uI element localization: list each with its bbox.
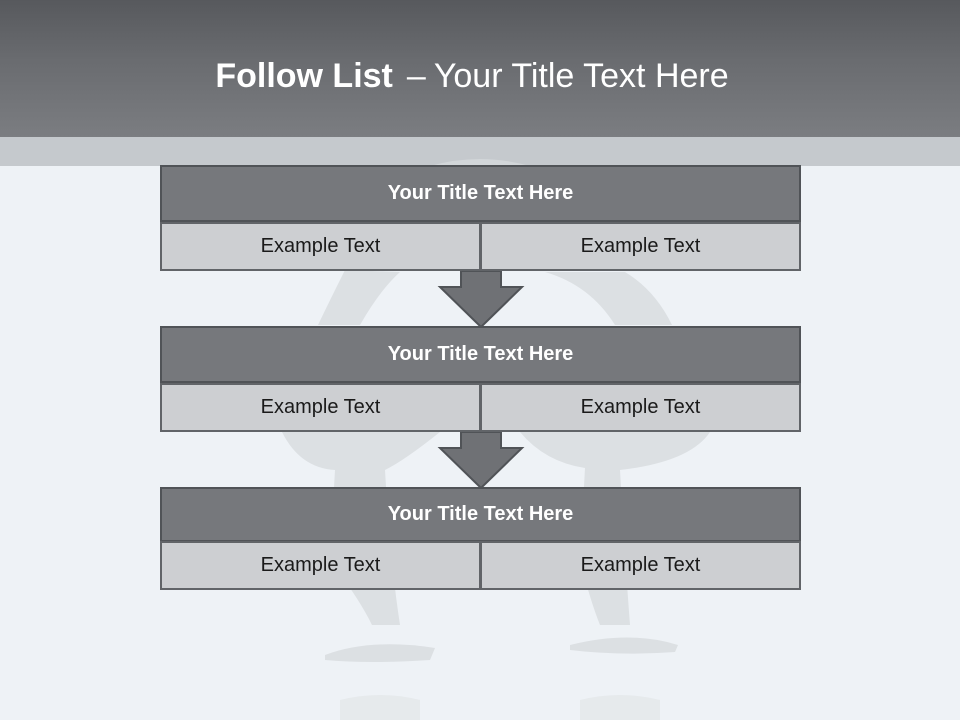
block-cell-right: Example Text <box>480 222 801 271</box>
block-cell-left: Example Text <box>160 222 481 271</box>
slide-title-dash: – <box>406 57 426 95</box>
block-title: Your Title Text Here <box>160 326 801 383</box>
down-arrow-icon <box>437 271 525 329</box>
block-title: Your Title Text Here <box>160 165 801 222</box>
block-cell-left: Example Text <box>160 383 481 432</box>
slide-title: Follow List–Your Title Text Here <box>0 54 944 98</box>
block-cell-right: Example Text <box>480 541 801 590</box>
block-cell-right: Example Text <box>480 383 801 432</box>
slide-title-bold: Follow List <box>215 57 393 95</box>
block-title: Your Title Text Here <box>160 487 801 542</box>
slide-title-rest: Your Title Text Here <box>433 57 729 95</box>
down-arrow-icon <box>437 432 525 490</box>
header-band <box>0 0 960 137</box>
block-cell-left: Example Text <box>160 541 481 590</box>
